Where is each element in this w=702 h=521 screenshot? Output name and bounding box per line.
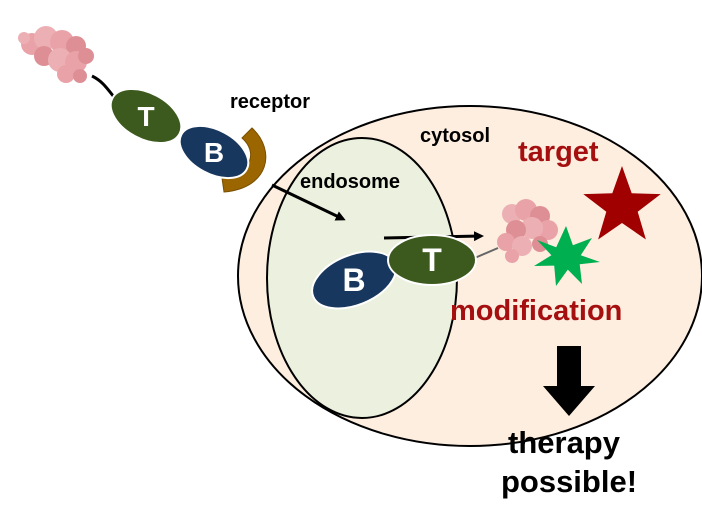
star-icon bbox=[583, 166, 661, 240]
protein-cargo-icon bbox=[18, 26, 94, 83]
endocytosis-arrow bbox=[271, 183, 346, 221]
t-domain-inside: T bbox=[387, 234, 477, 286]
target-label: target bbox=[518, 136, 599, 168]
protein-cargo-inside-icon bbox=[497, 199, 558, 263]
receptor-label: receptor bbox=[230, 91, 310, 113]
cytosol-label: cytosol bbox=[420, 125, 490, 147]
b-domain-inside: B bbox=[311, 250, 397, 310]
b-domain-inside-letter: B bbox=[342, 262, 365, 298]
b-domain-outside-letter: B bbox=[204, 137, 224, 168]
possible-label: possible! bbox=[501, 464, 637, 499]
endosome-label: endosome bbox=[300, 171, 400, 193]
t-domain-inside-letter: T bbox=[422, 242, 442, 278]
burst-icon bbox=[534, 226, 600, 286]
t-domain-outside-letter: T bbox=[137, 101, 154, 132]
down-arrow-icon bbox=[543, 346, 595, 416]
modification-label: modification bbox=[450, 295, 622, 327]
therapy-label: therapy bbox=[508, 425, 621, 460]
t-domain-outside: T bbox=[109, 87, 183, 145]
b-domain-outside: B bbox=[178, 124, 250, 180]
